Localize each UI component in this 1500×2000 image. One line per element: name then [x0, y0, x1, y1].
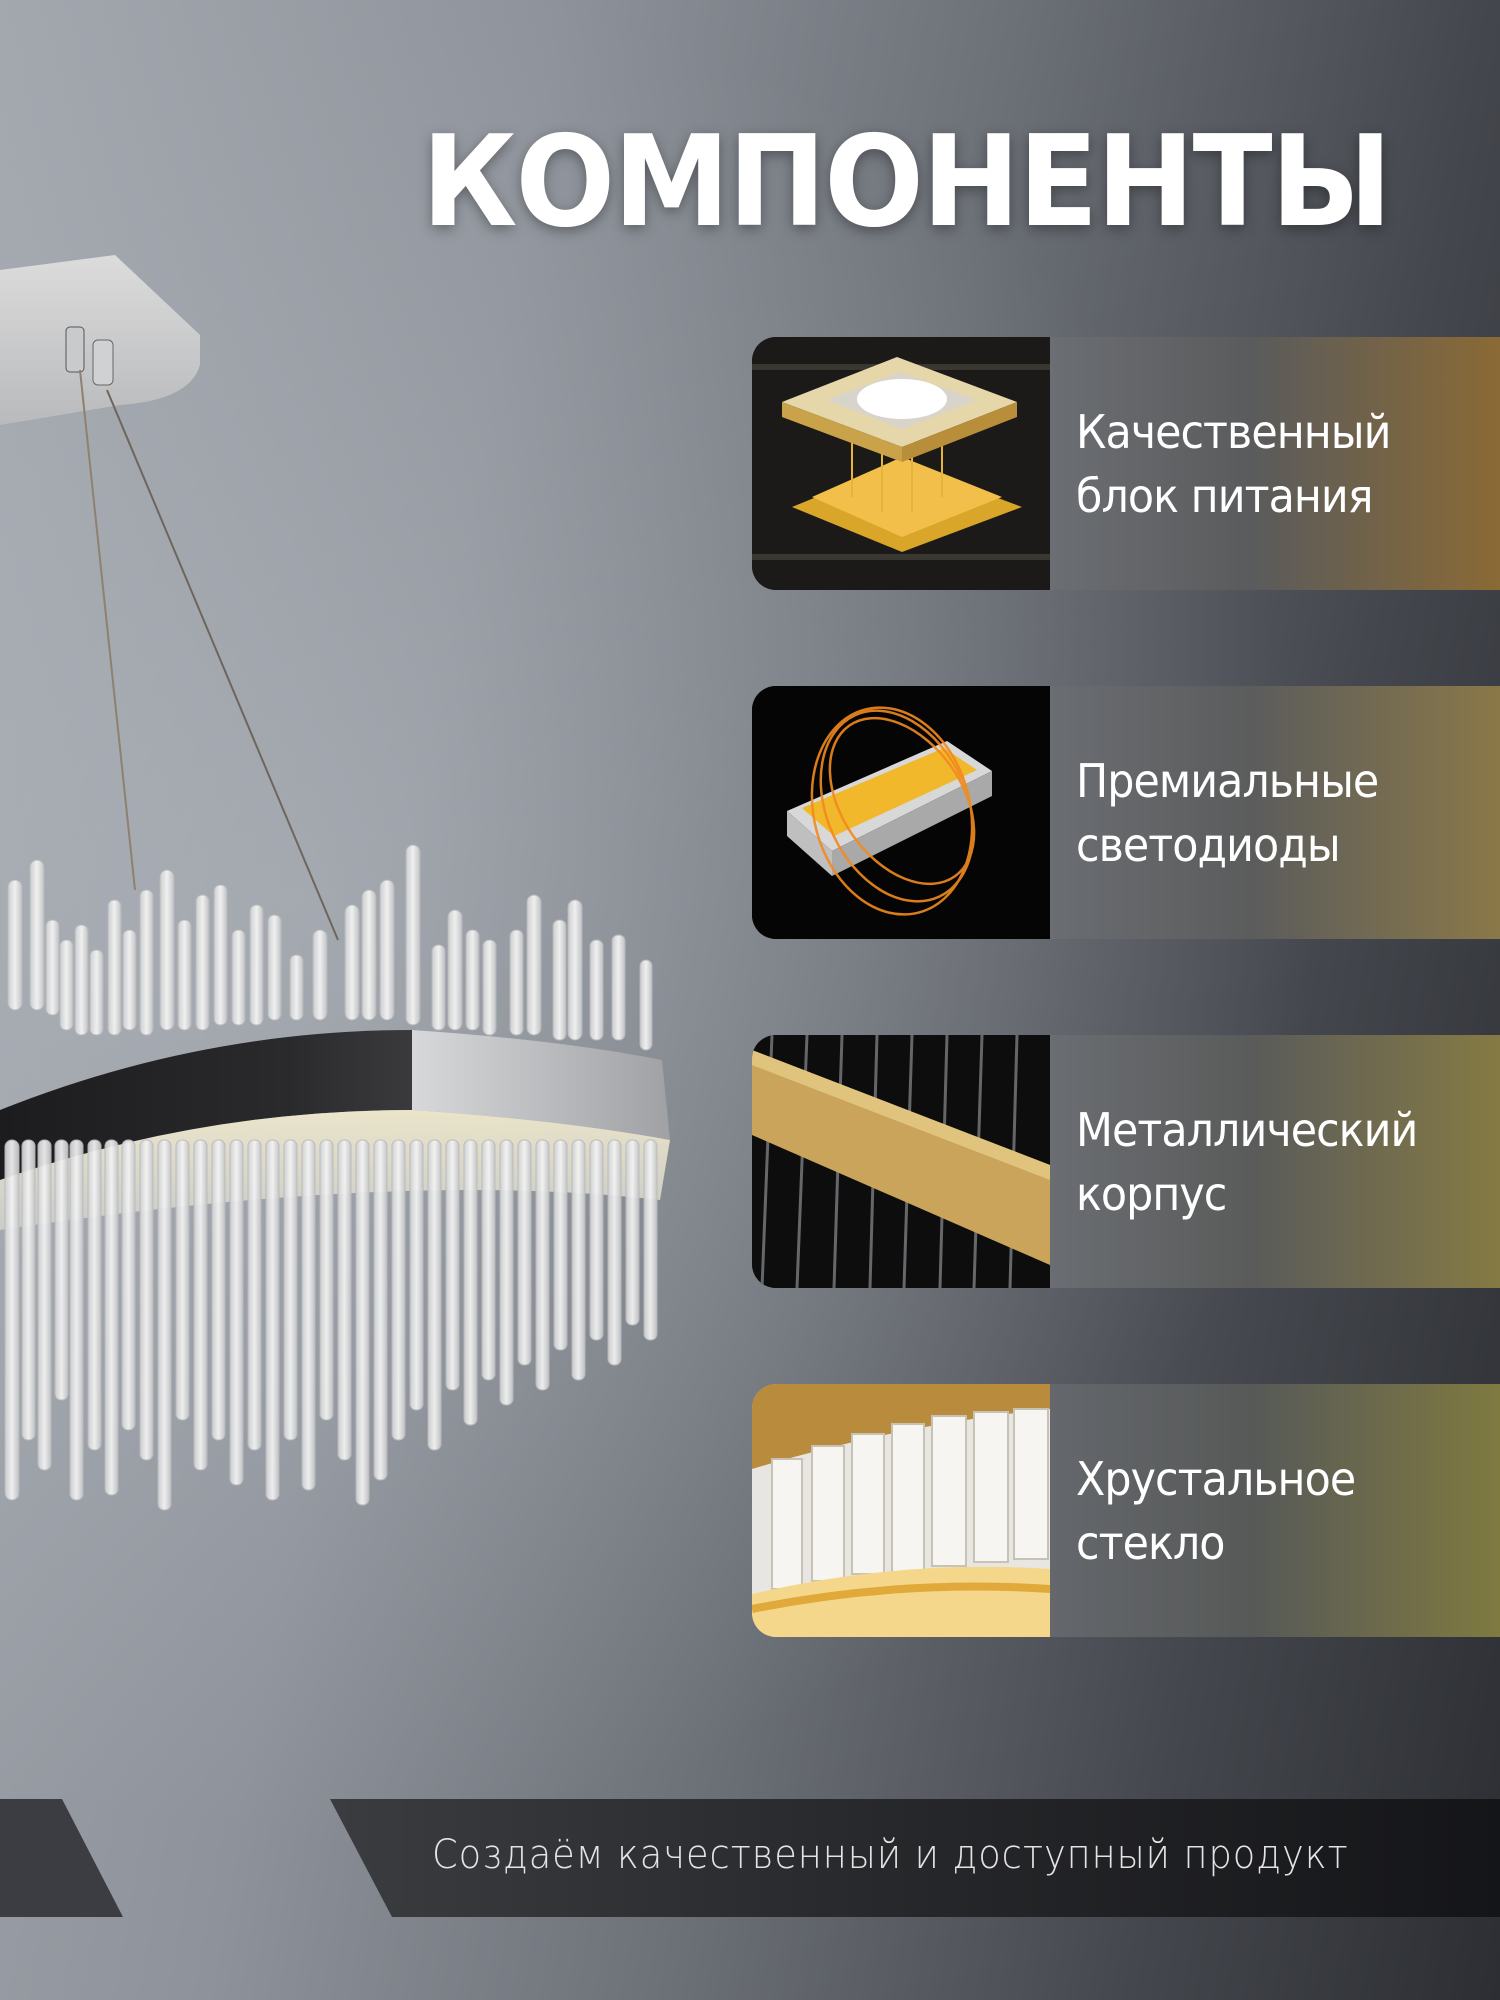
- slogan-accent-shape: [0, 1799, 123, 1917]
- slogan-text: Создаём качественный и доступный продукт: [432, 1832, 1349, 1878]
- feature-card-led: Премиальные светодиоды: [752, 686, 1500, 939]
- feature-title-line1: Качественный: [1076, 404, 1391, 459]
- metal-body-image: [752, 1035, 1050, 1288]
- feature-title-line2: стекло: [1076, 1515, 1225, 1570]
- feature-card-metal-body: Металлический корпус: [752, 1035, 1500, 1288]
- power-supply-chip-image: [752, 337, 1050, 590]
- feature-label: Качественный блок питания: [1050, 337, 1500, 590]
- chandelier-product-image: [0, 255, 670, 1511]
- feature-card-crystal-glass: Хрустальное стекло: [752, 1384, 1500, 1637]
- feature-title-line2: корпус: [1076, 1166, 1227, 1221]
- feature-label: Премиальные светодиоды: [1050, 686, 1500, 939]
- feature-title-line1: Премиальные: [1076, 753, 1379, 808]
- feature-card-power-supply: Качественный блок питания: [752, 337, 1500, 590]
- slogan-banner: [330, 1799, 1500, 1917]
- led-diode-image: [752, 686, 1050, 939]
- crystal-glass-image: [752, 1384, 1050, 1637]
- crystal-icon: [752, 1384, 1050, 1637]
- feature-label: Хрустальное стекло: [1050, 1384, 1500, 1637]
- led-icon: [752, 686, 1050, 939]
- feature-title-line1: Металлический: [1076, 1102, 1418, 1157]
- page-title: КОМПОНЕНТЫ: [421, 108, 1392, 255]
- metal-band-icon: [752, 1035, 1050, 1288]
- feature-title-line1: Хрустальное: [1076, 1451, 1356, 1506]
- feature-title-line2: блок питания: [1076, 468, 1374, 523]
- chip-icon: [752, 337, 1050, 590]
- feature-title-line2: светодиоды: [1076, 817, 1341, 872]
- feature-label: Металлический корпус: [1050, 1035, 1500, 1288]
